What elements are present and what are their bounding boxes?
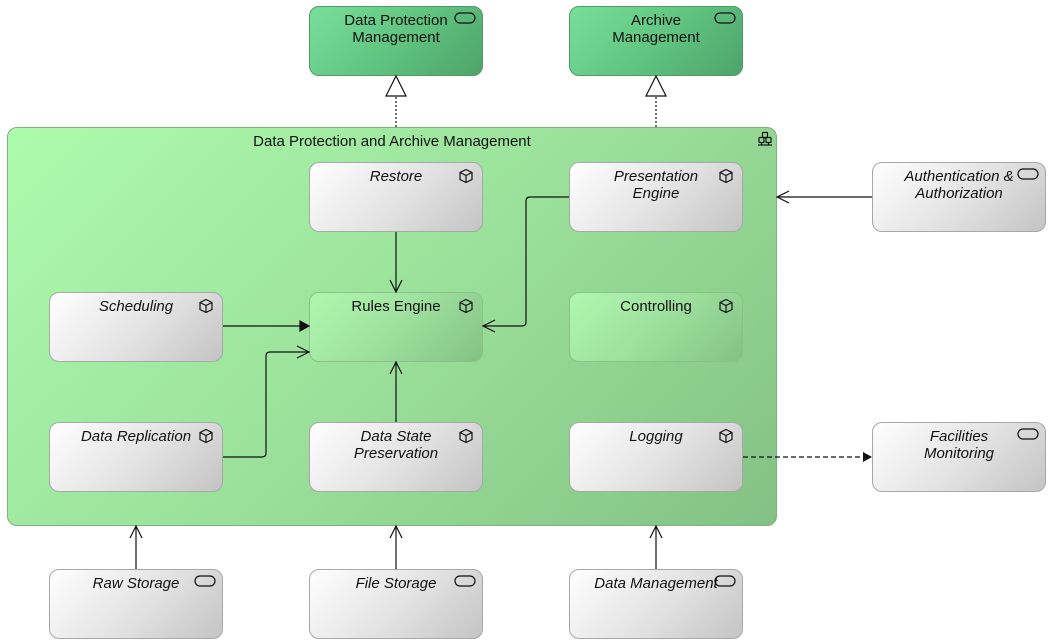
service-raw-storage[interactable]: Raw Storage xyxy=(49,569,223,639)
service-data-management[interactable]: Data Management xyxy=(569,569,743,639)
component-icon xyxy=(199,428,213,444)
filled-arrowhead xyxy=(863,452,872,462)
component-scheduling[interactable]: Scheduling xyxy=(49,292,223,362)
component-icon xyxy=(719,298,733,314)
service-icon xyxy=(714,575,736,587)
component-icon xyxy=(719,428,733,444)
collaboration-icon xyxy=(758,131,772,146)
service-icon xyxy=(454,575,476,587)
service-icon xyxy=(1017,168,1039,180)
node-label: Authentication & Authorization xyxy=(904,168,1014,202)
node-label: Restore xyxy=(369,168,423,185)
component-icon xyxy=(199,298,213,314)
component-icon xyxy=(459,298,473,314)
realization-arrowhead xyxy=(645,74,667,97)
node-label: Facilities Monitoring xyxy=(923,428,995,462)
node-label: Data State Preservation xyxy=(353,428,439,462)
component-rules-engine[interactable]: Rules Engine xyxy=(309,292,483,362)
node-label: Scheduling xyxy=(98,298,174,315)
node-label: Data Replication xyxy=(80,428,192,445)
node-label: Data Management xyxy=(594,575,718,592)
component-controlling[interactable]: Controlling xyxy=(569,292,743,362)
service-icon xyxy=(454,12,476,24)
node-label: Data Protection Management xyxy=(344,12,448,46)
node-label: File Storage xyxy=(355,575,437,592)
service-file-storage[interactable]: File Storage xyxy=(309,569,483,639)
node-label: Rules Engine xyxy=(351,298,441,315)
component-presentation-engine[interactable]: Presentation Engine xyxy=(569,162,743,232)
service-archive-management[interactable]: Archive Management xyxy=(569,6,743,76)
component-icon xyxy=(719,168,733,184)
component-data-replication[interactable]: Data Replication xyxy=(49,422,223,492)
service-icon xyxy=(194,575,216,587)
service-icon xyxy=(1017,428,1039,440)
component-logging[interactable]: Logging xyxy=(569,422,743,492)
service-icon xyxy=(714,12,736,24)
service-facilities-monitoring[interactable]: Facilities Monitoring xyxy=(872,422,1046,492)
service-authentication-authorization[interactable]: Authentication & Authorization xyxy=(872,162,1046,232)
open-arrowhead xyxy=(389,524,403,539)
open-arrowhead xyxy=(129,524,143,539)
component-restore[interactable]: Restore xyxy=(309,162,483,232)
node-label: Controlling xyxy=(620,298,692,315)
open-arrowhead xyxy=(649,524,663,539)
container-title: Data Protection and Archive Management xyxy=(253,133,531,150)
node-label: Raw Storage xyxy=(92,575,180,592)
component-icon xyxy=(459,428,473,444)
realization-arrowhead xyxy=(385,74,407,97)
service-data-protection-management[interactable]: Data Protection Management xyxy=(309,6,483,76)
node-label: Logging xyxy=(629,428,683,445)
open-arrowhead xyxy=(775,190,790,204)
component-icon xyxy=(459,168,473,184)
node-label: Archive Management xyxy=(612,12,700,46)
node-label: Presentation Engine xyxy=(613,168,699,202)
component-data-state-preservation[interactable]: Data State Preservation xyxy=(309,422,483,492)
